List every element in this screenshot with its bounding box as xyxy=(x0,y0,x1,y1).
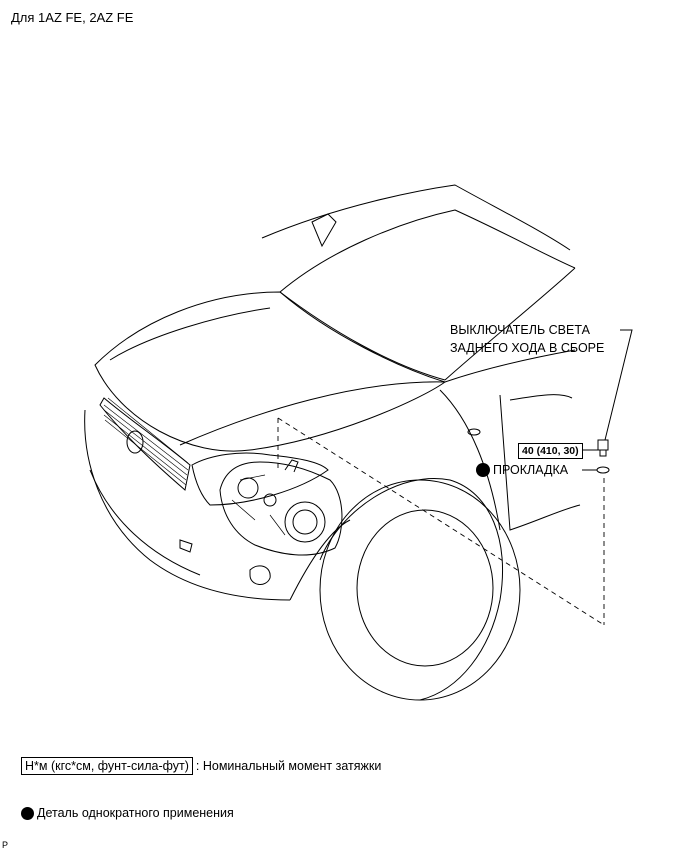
torque-legend-text: : Номинальный момент затяжки xyxy=(195,759,382,773)
windshield-lower xyxy=(279,291,446,381)
windshield-frame xyxy=(279,209,576,293)
bumper-lower xyxy=(89,469,201,576)
single-use-icon xyxy=(476,463,490,477)
hood-crease xyxy=(109,307,271,361)
fender-line xyxy=(439,389,501,531)
brand-emblem xyxy=(126,430,144,454)
switch-label-line1: ВЫКЛЮЧАТЕЛЬ СВЕТА xyxy=(450,323,590,337)
dashed-reference-lines xyxy=(277,417,605,626)
gasket-callout: ПРОКЛАДКА xyxy=(476,463,568,477)
bumper-side xyxy=(289,519,351,601)
tire-inner xyxy=(356,509,494,667)
switch-callout: ВЫКЛЮЧАТЕЛЬ СВЕТА ЗАДНЕГО ХОДА В СБОРЕ xyxy=(450,321,604,357)
door-line xyxy=(499,394,581,531)
legend-torque: Н*м (кгс*см, фунт-сила-фут) : Номинальны… xyxy=(21,757,381,775)
fog-lamp xyxy=(249,565,271,585)
side-marker xyxy=(467,428,481,436)
roof-line xyxy=(261,184,571,251)
transmission-assembly xyxy=(219,459,343,556)
single-use-legend-text: Деталь однократного применения xyxy=(37,806,234,820)
door-line-2 xyxy=(509,394,573,401)
hood-outline xyxy=(94,291,447,452)
grille xyxy=(99,397,191,491)
switch-leader-line xyxy=(604,329,633,441)
torque-units-box: Н*м (кгс*см, фунт-сила-фут) xyxy=(21,757,193,775)
mirror xyxy=(311,213,337,248)
body-side xyxy=(444,349,576,383)
cowl xyxy=(179,381,446,446)
single-use-legend-icon xyxy=(21,806,34,820)
tire-outer xyxy=(319,479,521,701)
footer-code: P xyxy=(2,840,9,850)
torque-value-box: 40 (410, 30) xyxy=(518,443,583,459)
front-bumper xyxy=(84,409,291,601)
gasket-label: ПРОКЛАДКА xyxy=(493,463,569,477)
headlamp xyxy=(191,452,329,506)
a-pillar xyxy=(444,267,576,381)
header-note: Для 1AZ FE, 2AZ FE xyxy=(11,10,134,25)
gasket-part xyxy=(596,466,610,474)
backup-light-switch-part xyxy=(597,439,609,457)
legend-single-use: Деталь однократного применения xyxy=(21,806,234,820)
switch-label-line2: ЗАДНЕГО ХОДА В СБОРЕ xyxy=(450,341,605,355)
bumper-marker xyxy=(179,539,193,553)
wheel-arch xyxy=(319,478,504,701)
